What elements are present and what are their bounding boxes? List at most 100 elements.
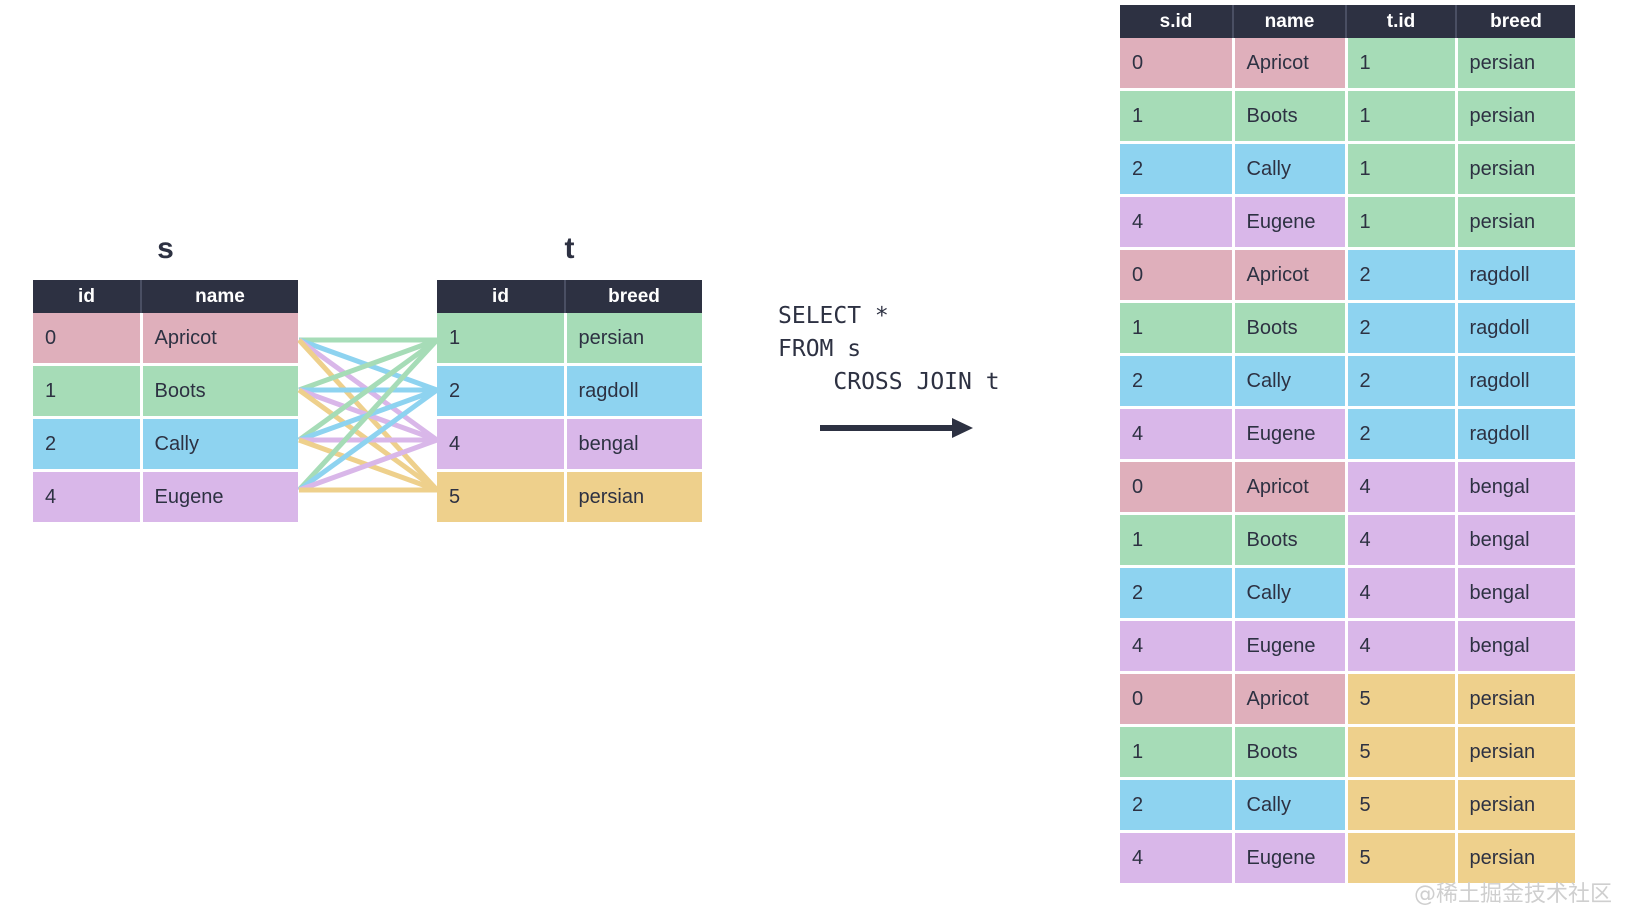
table-result-cell-s-id: 2 [1120, 778, 1235, 833]
table-s-cell-name: Eugene [141, 470, 298, 522]
table-result-cell-t-id: 4 [1346, 513, 1458, 568]
table-result-cell-breed: persian [1456, 725, 1575, 780]
table-result-header-row: s.id name t.id breed [1120, 5, 1575, 38]
table-result-cell-s-id: 1 [1120, 513, 1235, 568]
table-result-cell-name: Eugene [1233, 619, 1348, 674]
table-result-cell-t-id: 4 [1346, 566, 1458, 621]
table-t-cell-breed: persian [565, 313, 702, 366]
table-result-col-name: name [1233, 5, 1347, 38]
table-result-cell-breed: bengal [1456, 513, 1575, 568]
join-line [298, 437, 438, 493]
table-result-cell-breed: ragdoll [1456, 248, 1575, 303]
table-s-header-row: id name [33, 280, 298, 313]
join-line [298, 337, 438, 393]
table-result-cell-breed: persian [1456, 142, 1575, 197]
table-s-cell-id: 1 [33, 364, 143, 419]
table-result-col-t-id: t.id [1346, 5, 1457, 38]
table-result-cell-name: Cally [1233, 566, 1348, 621]
table-result-cell-breed: ragdoll [1456, 301, 1575, 356]
table-result-cell-s-id: 1 [1120, 301, 1235, 356]
table-s-cell-id: 2 [33, 417, 143, 472]
table-result-cell-name: Apricot [1233, 38, 1348, 91]
table-s-title: s [157, 232, 174, 265]
table-result-cell-name: Cally [1233, 354, 1348, 409]
table-result-cell-t-id: 1 [1346, 89, 1458, 144]
table-result-cell-breed: ragdoll [1456, 354, 1575, 409]
table-s-cell-name: Apricot [141, 313, 298, 366]
table-t-cell-id: 2 [437, 364, 567, 419]
watermark: @稀土掘金技术社区 [1413, 882, 1612, 907]
table-result-cell-s-id: 1 [1120, 89, 1235, 144]
table-result-cell-t-id: 1 [1346, 38, 1458, 91]
table-result-cell-t-id: 5 [1346, 725, 1458, 780]
table-t-col-breed: breed [565, 280, 702, 313]
table-s-col-id: id [33, 280, 142, 313]
table-result-cell-s-id: 0 [1120, 248, 1235, 303]
table-result-cell-t-id: 2 [1346, 301, 1458, 356]
table-t-col-id: id [437, 280, 566, 313]
table-result-cell-s-id: 2 [1120, 354, 1235, 409]
table-result-cell-s-id: 0 [1120, 38, 1235, 91]
table-result-cell-breed: bengal [1456, 460, 1575, 515]
table-result-cell-name: Boots [1233, 513, 1348, 568]
table-result-cell-breed: bengal [1456, 566, 1575, 621]
sql-query-text: SELECT * FROM s CROSS JOIN t [778, 303, 1000, 395]
table-result-cell-t-id: 2 [1346, 248, 1458, 303]
table-s-cell-id: 4 [33, 470, 143, 522]
table-result-cell-breed: ragdoll [1456, 407, 1575, 462]
table-result-cell-name: Eugene [1233, 195, 1348, 250]
table-result-cell-t-id: 5 [1346, 831, 1458, 883]
table-result-cell-breed: persian [1456, 38, 1575, 91]
table-result-cell-s-id: 4 [1120, 619, 1235, 674]
table-result-cell-s-id: 2 [1120, 566, 1235, 621]
join-line [297, 337, 439, 443]
table-result-cell-name: Cally [1233, 142, 1348, 197]
table-result-cell-breed: persian [1456, 89, 1575, 144]
table-t-cell-id: 5 [437, 470, 567, 522]
table-result-cell-name: Cally [1233, 778, 1348, 833]
table-result-col-s-id: s.id [1120, 5, 1234, 38]
table-s-cell-name: Cally [141, 417, 298, 472]
table-result-cell-breed: persian [1456, 672, 1575, 727]
table-t-cell-breed: bengal [565, 417, 702, 472]
table-result-cell-s-id: 0 [1120, 672, 1235, 727]
table-result-cell-t-id: 2 [1346, 407, 1458, 462]
table-result-cell-t-id: 4 [1346, 619, 1458, 674]
table-result-cell-name: Boots [1233, 89, 1348, 144]
table-result-cell-name: Apricot [1233, 460, 1348, 515]
join-line [297, 387, 439, 493]
table-t-cell-breed: ragdoll [565, 364, 702, 419]
table-result-cell-s-id: 0 [1120, 460, 1235, 515]
table-result-cell-t-id: 1 [1346, 142, 1458, 197]
table-result-cell-t-id: 1 [1346, 195, 1458, 250]
table-result-cell-name: Boots [1233, 725, 1348, 780]
join-line [297, 338, 439, 492]
table-result-cell-s-id: 2 [1120, 142, 1235, 197]
table-result-cell-name: Eugene [1233, 831, 1348, 883]
table-t-header-row: id breed [437, 280, 702, 313]
table-result-cell-name: Apricot [1233, 672, 1348, 727]
table-result-cell-t-id: 5 [1346, 778, 1458, 833]
